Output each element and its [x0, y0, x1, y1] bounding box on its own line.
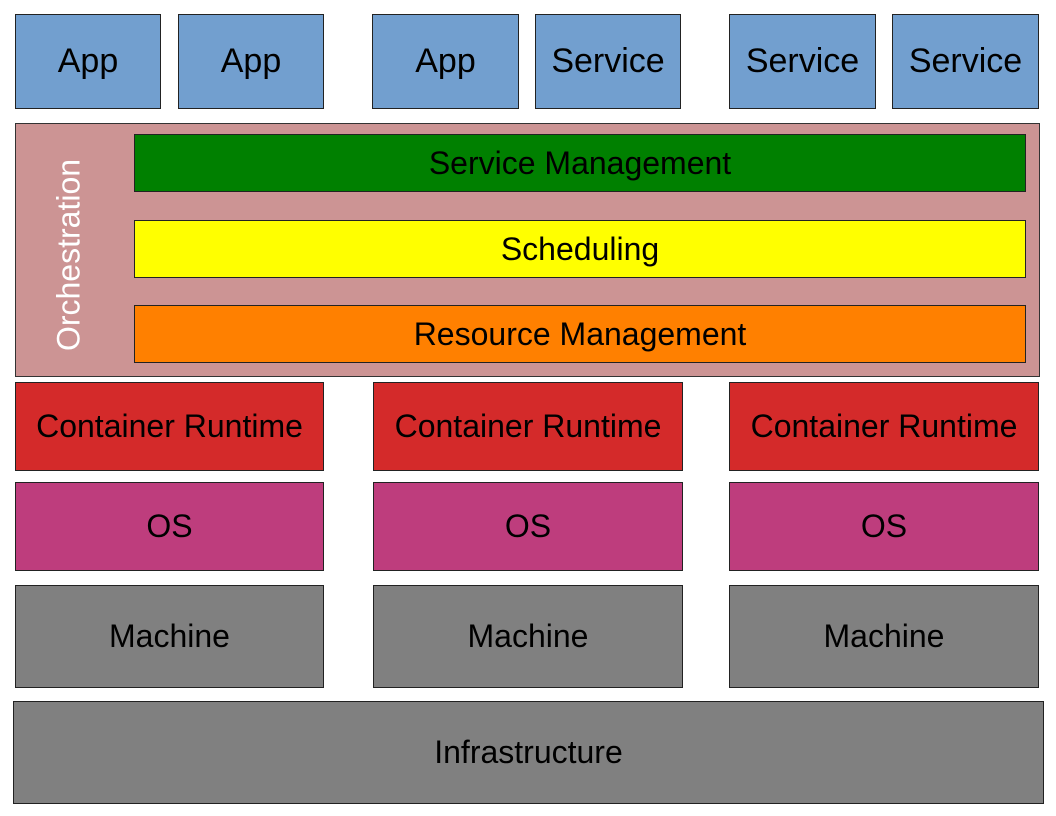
service-box-3: Service [892, 14, 1039, 109]
app-box-3: App [372, 14, 519, 109]
machine-box-1: Machine [15, 585, 324, 688]
scheduling-layer: Scheduling [134, 220, 1026, 278]
service-box-2: Service [729, 14, 876, 109]
service-management-layer: Service Management [134, 134, 1026, 192]
container-runtime-box-3: Container Runtime [729, 382, 1039, 471]
machine-box-2: Machine [373, 585, 683, 688]
infrastructure-box: Infrastructure [13, 701, 1044, 804]
machine-box-3: Machine [729, 585, 1039, 688]
app-box-1: App [15, 14, 161, 109]
service-box-1: Service [535, 14, 681, 109]
os-box-1: OS [15, 482, 324, 571]
orchestration-label: Orchestration [50, 158, 87, 352]
app-box-2: App [178, 14, 324, 109]
os-box-3: OS [729, 482, 1039, 571]
resource-management-layer: Resource Management [134, 305, 1026, 363]
os-box-2: OS [373, 482, 683, 571]
container-runtime-box-2: Container Runtime [373, 382, 683, 471]
container-runtime-box-1: Container Runtime [15, 382, 324, 471]
